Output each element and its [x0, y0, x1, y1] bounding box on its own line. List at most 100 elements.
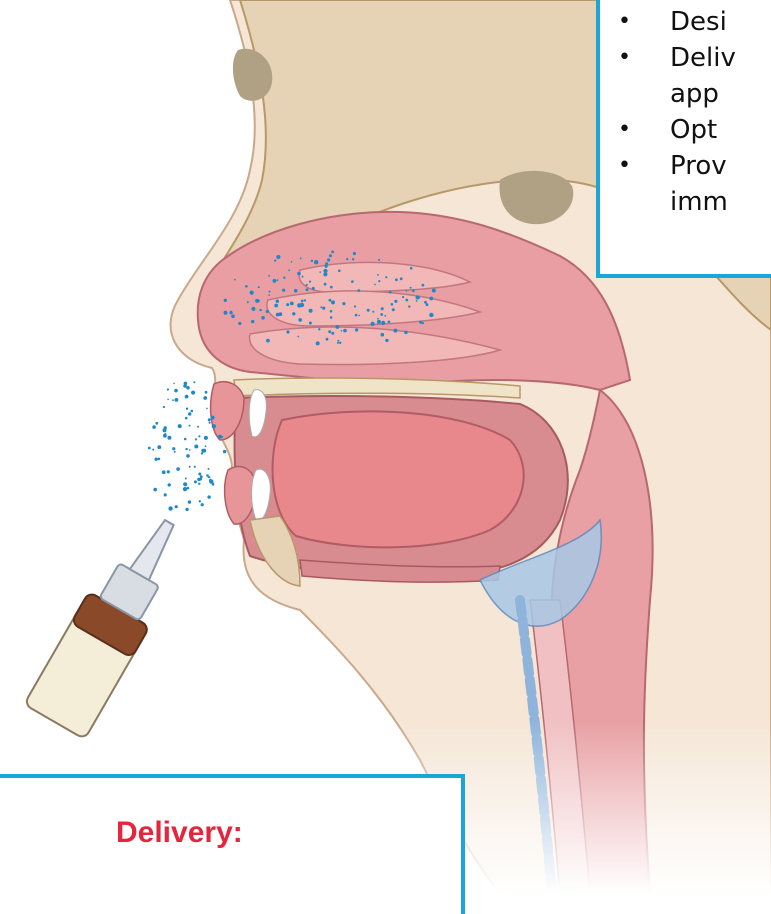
droplet	[402, 296, 404, 298]
droplet	[198, 473, 201, 476]
droplet	[306, 288, 309, 291]
droplet	[309, 309, 313, 313]
droplet	[422, 284, 425, 287]
droplet	[168, 483, 171, 486]
delivery-panel: Delivery:	[0, 774, 465, 914]
droplet	[432, 289, 436, 293]
droplet	[207, 495, 210, 498]
droplet	[198, 435, 200, 437]
droplet	[337, 340, 339, 342]
droplet	[388, 321, 391, 324]
nasal-spray-bottle-icon	[24, 505, 200, 739]
info-bullet-2: •Delivapp	[614, 40, 736, 112]
droplet	[268, 294, 270, 296]
droplet	[185, 417, 188, 420]
droplet	[157, 445, 161, 449]
droplet	[418, 297, 420, 299]
droplet	[202, 449, 206, 453]
droplet	[266, 339, 270, 343]
droplet	[168, 506, 172, 510]
droplet	[197, 426, 199, 428]
droplet	[389, 291, 392, 294]
droplet	[355, 328, 358, 331]
droplet	[211, 416, 215, 420]
droplet	[292, 312, 295, 315]
droplet	[408, 305, 410, 307]
droplet	[250, 291, 254, 295]
droplet	[330, 286, 333, 289]
droplet	[429, 313, 433, 317]
droplet	[355, 314, 358, 317]
droplet	[205, 391, 208, 394]
droplet	[341, 330, 343, 332]
droplet	[163, 406, 165, 408]
droplet	[208, 418, 211, 421]
droplet	[339, 342, 341, 344]
droplet	[300, 303, 304, 307]
droplet	[251, 307, 255, 311]
bullet-dot-icon: •	[618, 112, 631, 148]
bullet-dot-icon: •	[618, 148, 631, 184]
droplet	[424, 301, 427, 304]
droplet	[203, 396, 207, 400]
droplet	[406, 290, 408, 292]
droplet	[302, 276, 304, 278]
tongue	[273, 411, 524, 547]
droplet	[183, 487, 187, 491]
droplet	[258, 286, 260, 288]
droplet	[208, 468, 210, 470]
droplet	[327, 258, 330, 261]
droplet	[191, 391, 195, 395]
droplet	[330, 310, 333, 313]
droplet	[371, 322, 375, 326]
droplet	[392, 308, 395, 311]
droplet	[391, 303, 394, 306]
droplet	[311, 260, 313, 262]
droplet	[175, 505, 178, 508]
droplet	[276, 300, 279, 303]
droplet	[189, 449, 191, 451]
droplet	[312, 287, 315, 290]
droplet	[155, 458, 158, 461]
droplet	[358, 315, 360, 317]
droplet	[155, 422, 158, 425]
droplet	[337, 342, 339, 344]
info-bullet-3: •Opt	[614, 112, 736, 148]
droplet	[172, 399, 174, 401]
droplet	[167, 388, 169, 390]
droplet	[326, 338, 329, 341]
droplet	[191, 410, 194, 413]
droplet	[188, 412, 191, 415]
droplet	[378, 280, 380, 282]
droplet	[183, 482, 187, 486]
droplet	[298, 318, 302, 322]
droplet	[172, 447, 175, 450]
droplet	[410, 287, 412, 289]
droplet	[251, 320, 254, 323]
droplet	[354, 305, 356, 307]
droplet	[385, 276, 387, 278]
bullet-text-cont: app	[670, 76, 736, 112]
droplet	[158, 458, 161, 461]
droplet	[325, 262, 328, 265]
droplet	[346, 258, 348, 260]
info-bullet-list: •Desi •Delivapp •Opt •Provimm	[614, 4, 736, 220]
bullet-dot-icon: •	[618, 4, 631, 40]
droplet	[186, 454, 190, 458]
droplet	[194, 445, 198, 449]
droplet	[167, 436, 171, 440]
droplet	[331, 332, 334, 335]
droplet	[193, 381, 195, 383]
droplet	[176, 467, 180, 471]
droplet	[212, 483, 214, 485]
info-bullet-1: •Desi	[614, 4, 736, 40]
droplet	[201, 452, 203, 454]
droplet	[422, 322, 424, 324]
droplet	[152, 425, 156, 429]
droplet	[195, 438, 197, 440]
droplet	[416, 300, 418, 302]
droplet	[314, 260, 318, 264]
diagram-stage: •Desi •Delivapp •Opt •Provimm Delivery:	[0, 0, 771, 893]
droplet	[320, 306, 322, 308]
